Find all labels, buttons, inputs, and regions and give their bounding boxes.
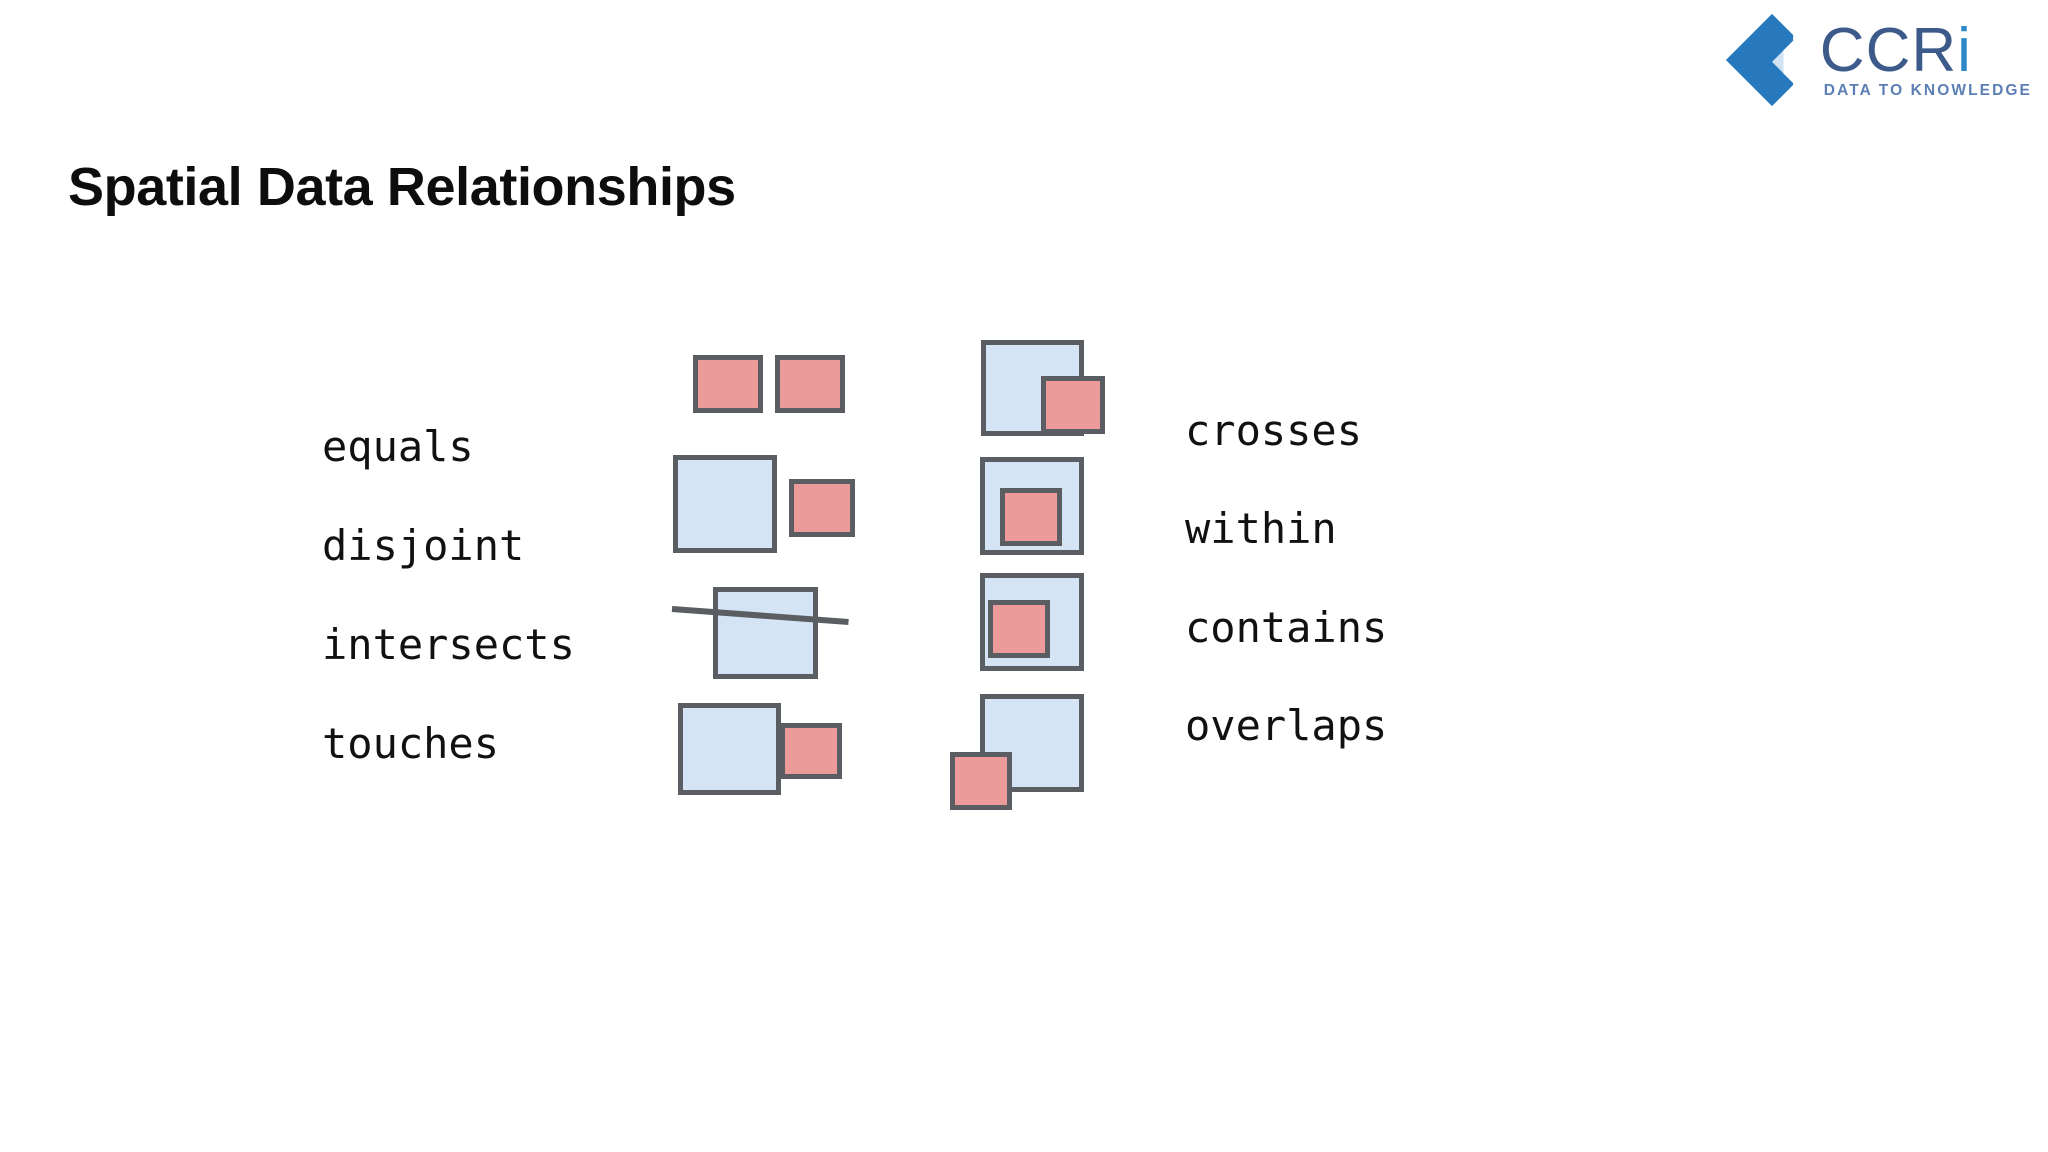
shape-overlaps-red: [950, 752, 1012, 810]
ccri-diamond-icon: [1725, 13, 1820, 107]
label-crosses: crosses: [1185, 406, 1363, 455]
shape-disjoint-blue: [673, 455, 777, 553]
ccri-logo: CCRi DATA TO KNOWLEDGE: [1724, 12, 2032, 108]
label-intersects: intersects: [322, 620, 575, 669]
shape-equals-red-a: [693, 355, 763, 413]
label-equals: equals: [322, 422, 474, 471]
logo-wordmark: CCRi: [1820, 19, 1972, 81]
logo-text-block: CCRi DATA TO KNOWLEDGE: [1820, 19, 2032, 101]
label-disjoint: disjoint: [322, 521, 525, 570]
shape-disjoint-red: [789, 479, 855, 537]
label-touches: touches: [322, 719, 500, 768]
shape-within-red: [1000, 488, 1062, 546]
page-title: Spatial Data Relationships: [68, 157, 736, 217]
shape-crosses-red: [1041, 376, 1105, 434]
logo-wordmark-accent: i: [1957, 15, 1972, 85]
shape-touches-blue: [678, 703, 781, 795]
label-contains: contains: [1185, 603, 1388, 652]
shape-touches-red: [780, 723, 842, 779]
label-within: within: [1185, 504, 1337, 553]
logo-tagline: DATA TO KNOWLEDGE: [1823, 82, 2032, 100]
shape-overlaps-blue: [980, 694, 1084, 792]
shape-contains-red: [988, 600, 1050, 658]
label-overlaps: overlaps: [1185, 701, 1388, 750]
logo-wordmark-text: CCR: [1819, 15, 1958, 85]
shape-intersects-blue: [713, 587, 818, 679]
shape-equals-red-b: [775, 355, 845, 413]
